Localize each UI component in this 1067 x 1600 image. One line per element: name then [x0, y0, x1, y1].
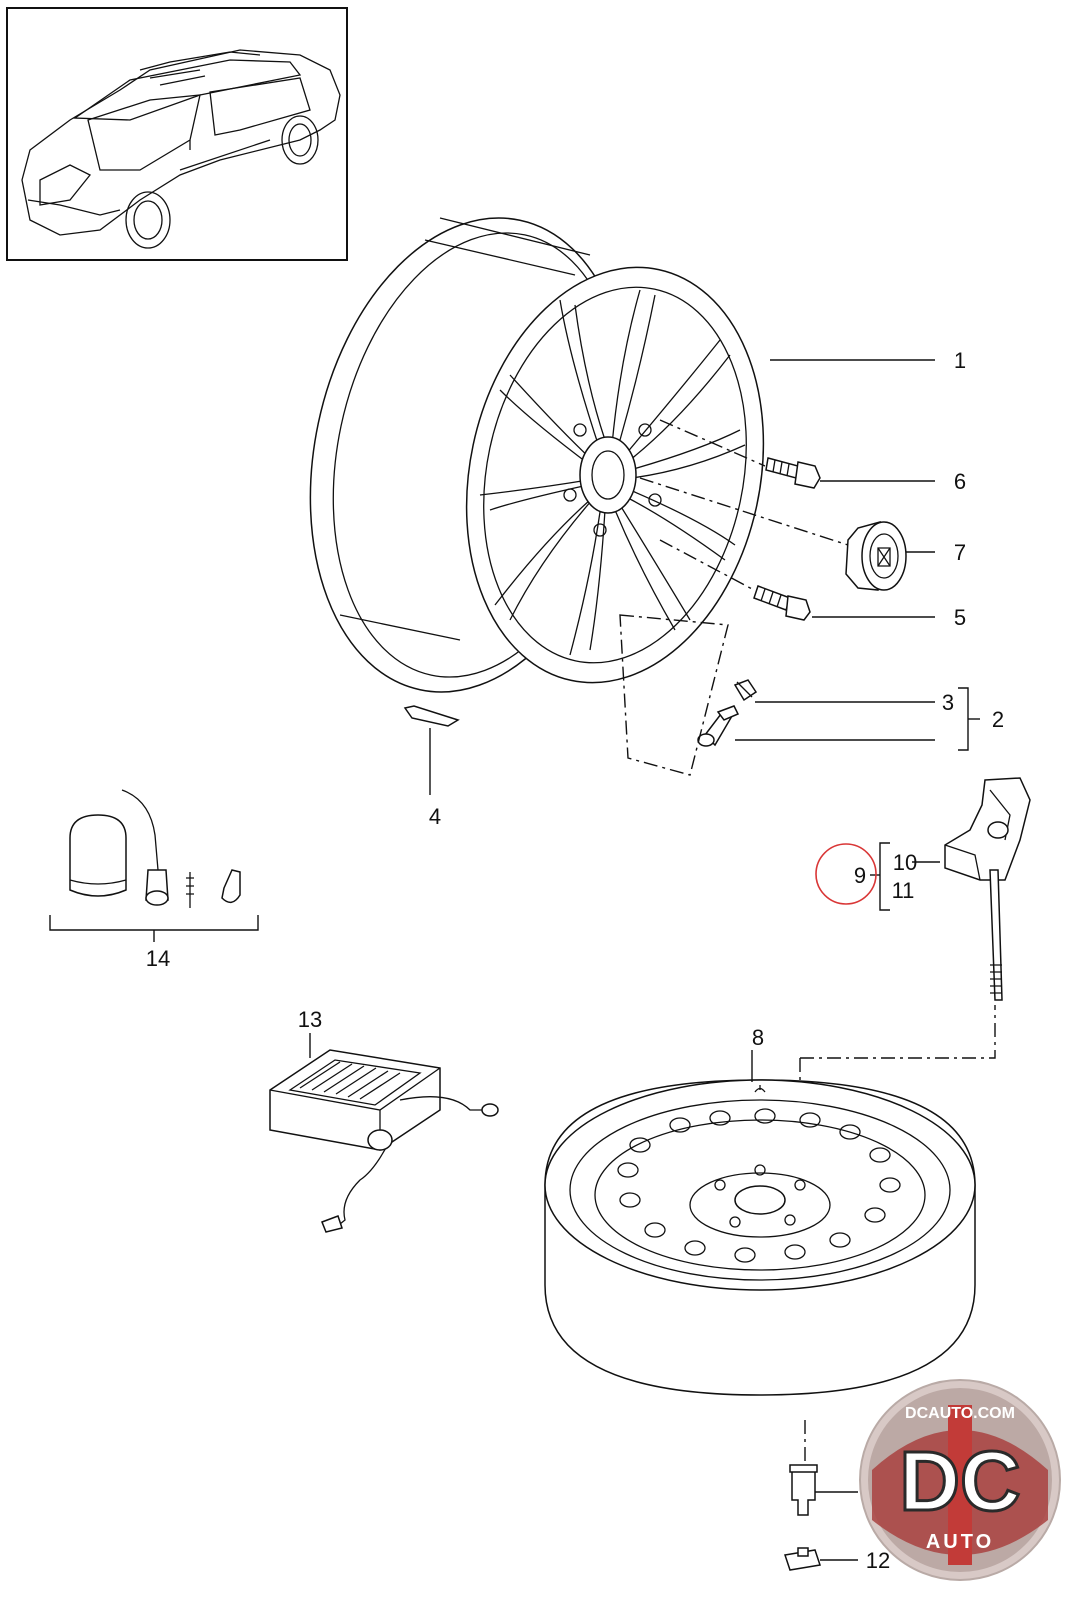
wheel-spokes: [479, 289, 746, 656]
centre-cap: [845, 521, 907, 591]
vehicle-inset: [6, 7, 348, 261]
callout-9: 9: [854, 863, 866, 888]
leader-lines: [309, 359, 980, 1561]
callout-6: 6: [954, 469, 966, 494]
callout-4: 4: [429, 804, 441, 829]
puncture-kit: [49, 789, 259, 942]
compressor: [269, 1049, 499, 1233]
watermark-site-text: DCAUTO.COM: [905, 1405, 1015, 1422]
callout-12: 12: [866, 1548, 890, 1573]
spare-wheel-clip: [784, 1547, 821, 1571]
highlight-circle: [815, 843, 877, 905]
balance-weight: [403, 705, 460, 727]
spare-wheel: [544, 1079, 976, 1396]
callout-14: 14: [146, 946, 170, 971]
callout-7: 7: [954, 540, 966, 565]
spare-wheel-holes: [617, 1108, 901, 1263]
callout-1: 1: [954, 348, 966, 373]
callout-11-bracket: 11: [892, 878, 915, 903]
callout-13: 13: [298, 1007, 322, 1032]
wheel-bolt-6: [765, 457, 821, 489]
vehicle-suv-illustration: [21, 49, 341, 249]
watermark-word: AUTO: [926, 1531, 994, 1553]
watermark-monogram: DC: [899, 1434, 1020, 1528]
callout-5: 5: [954, 605, 966, 630]
spare-wheel-nut: [789, 1464, 818, 1516]
callout-3: 3: [942, 690, 954, 715]
callout-10: 10: [893, 850, 917, 875]
callout-8: 8: [752, 1025, 764, 1050]
wheel-bolt-5: [753, 585, 811, 621]
dcauto-watermark-logo: DCAUTO.COM DC AUTO: [859, 1379, 1061, 1581]
alloy-wheel: [309, 217, 765, 693]
valve-assembly: [697, 679, 758, 747]
callout-2: 2: [992, 707, 1004, 732]
spare-wheel-bracket: [944, 777, 1031, 1001]
